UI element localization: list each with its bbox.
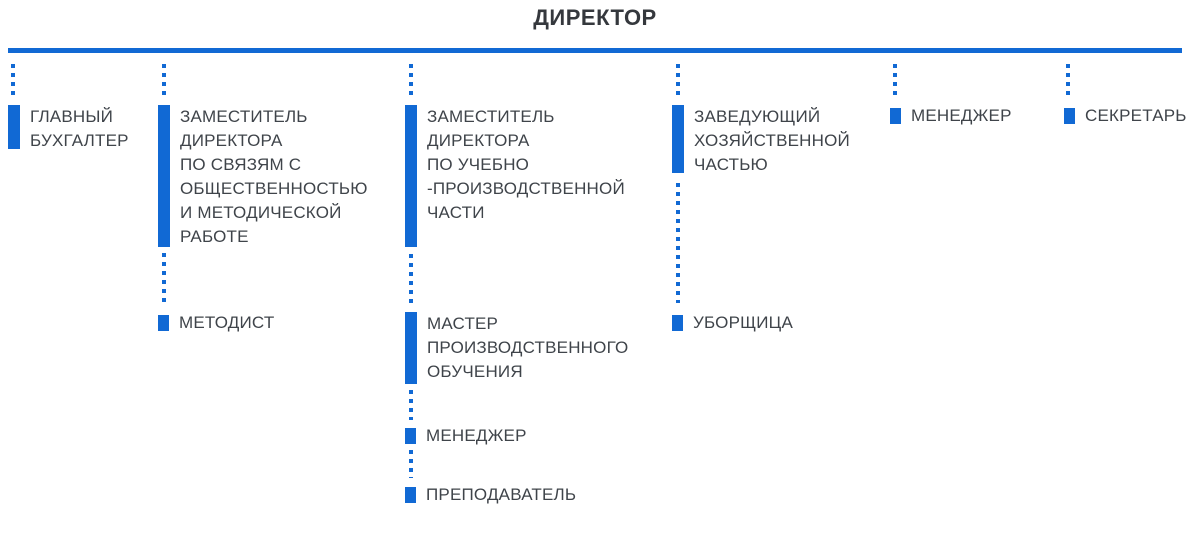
connector-dotted [893, 64, 897, 98]
connector-dotted [1066, 64, 1070, 98]
node-bullet [158, 314, 169, 331]
connector-dotted [676, 64, 680, 98]
node-label: УБОРЩИЦА [693, 313, 793, 332]
org-node-manager: МЕНЕДЖЕР [890, 107, 1012, 124]
connector-dotted [11, 64, 15, 98]
connector-dotted [409, 450, 413, 478]
node-label: ПРЕПОДАВАТЕЛЬ [426, 485, 577, 504]
page-title: ДИРЕКТОР [533, 5, 657, 30]
node-bar [672, 105, 684, 173]
org-node-deputy-public-relations: ЗАМЕСТИТЕЛЬ ДИРЕКТОРА ПО СВЯЗЯМ С ОБЩЕСТ… [158, 105, 368, 249]
org-node-manager-training: МЕНЕДЖЕР [405, 427, 527, 444]
node-bullet [1064, 107, 1075, 124]
node-bar [158, 105, 170, 247]
org-node-teacher: ПРЕПОДАВАТЕЛЬ [405, 486, 576, 503]
org-node-methodist: МЕТОДИСТ [158, 314, 274, 331]
node-label: МЕТОДИСТ [179, 313, 275, 332]
node-label: МЕНЕДЖЕР [426, 426, 527, 445]
node-bullet [890, 107, 901, 124]
node-label: МЕНЕДЖЕР [911, 106, 1012, 125]
org-node-secretary: СЕКРЕТАРЬ [1064, 107, 1187, 124]
director-horizontal-line [8, 48, 1182, 53]
node-bullet [405, 486, 416, 503]
node-label: ЗАВЕДУЮЩИЙ ХОЗЯЙСТВЕННОЙ ЧАСТЬЮ [694, 107, 850, 174]
node-bullet [405, 427, 416, 444]
org-node-chief-accountant: ГЛАВНЫЙ БУХГАЛТЕР [8, 105, 129, 153]
node-label: МАСТЕР ПРОИЗВОДСТВЕННОГО ОБУЧЕНИЯ [427, 314, 629, 381]
connector-dotted [162, 64, 166, 98]
node-bar [405, 105, 417, 247]
org-node-cleaner: УБОРЩИЦА [672, 314, 793, 331]
connector-dotted [409, 64, 413, 98]
org-node-deputy-training-production: ЗАМЕСТИТЕЛЬ ДИРЕКТОРА ПО УЧЕБНО -ПРОИЗВО… [405, 105, 625, 247]
connector-dotted [676, 183, 680, 303]
connector-dotted [409, 390, 413, 420]
node-label: ЗАМЕСТИТЕЛЬ ДИРЕКТОРА ПО СВЯЗЯМ С ОБЩЕСТ… [180, 107, 368, 246]
node-bar [8, 105, 20, 149]
connector-dotted [162, 253, 166, 305]
node-label: ЗАМЕСТИТЕЛЬ ДИРЕКТОРА ПО УЧЕБНО -ПРОИЗВО… [427, 107, 625, 222]
node-bullet [672, 314, 683, 331]
connector-dotted [409, 254, 413, 304]
node-label: СЕКРЕТАРЬ [1085, 106, 1187, 125]
org-node-training-master: МАСТЕР ПРОИЗВОДСТВЕННОГО ОБУЧЕНИЯ [405, 312, 628, 384]
node-label: ГЛАВНЫЙ БУХГАЛТЕР [30, 107, 129, 150]
org-node-facilities-head: ЗАВЕДУЮЩИЙ ХОЗЯЙСТВЕННОЙ ЧАСТЬЮ [672, 105, 850, 177]
node-bar [405, 312, 417, 384]
